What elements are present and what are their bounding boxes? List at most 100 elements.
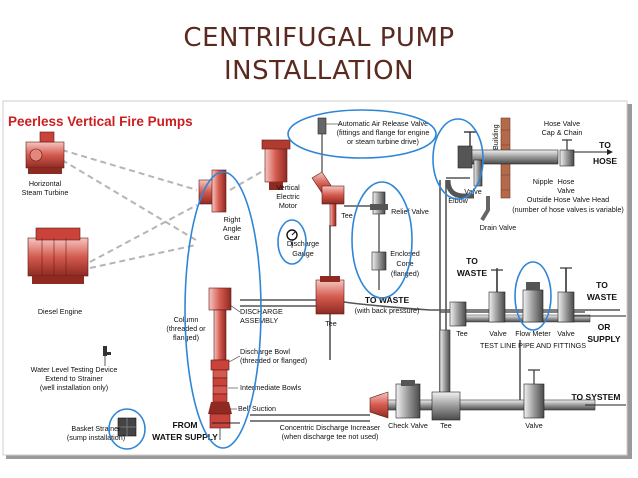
hose-valve [559,139,575,167]
label-building: Building [491,124,500,150]
test-line-valve-2 [557,267,575,323]
highlight-relief-valve [351,181,413,299]
label-tee-upper: Tee [341,211,353,220]
label-outside-hose-head: Outside Hose Valve Head [527,195,609,204]
water-level-device [103,346,111,366]
highlight-air-release [287,109,437,159]
label-to-waste-back: TO WASTE [365,295,410,305]
label-basket-strainer: Basket Strainer [71,424,121,433]
label-waste-small: WASTE [457,268,488,278]
label-test-line: TEST LINE PIPE AND FITTINGS [480,341,586,350]
label-discharge-assembly-2: ASSEMBLY [240,316,278,325]
drain-valve [480,196,490,222]
highlight-pump-column [184,171,262,449]
label-drain-valve: Drain Valve [480,223,517,232]
brand-heading: Peerless Vertical Fire Pumps [8,114,193,129]
label-intermediate-bowls: Intermediate Bowls [240,383,302,392]
enclosed-cone [371,214,387,290]
label-angle: Angle [223,224,241,233]
label-water-level-3: (well installation only) [40,383,108,392]
slide-title-line2: INSTALLATION [223,56,415,86]
label-waste-right: WASTE [587,292,618,302]
label-gear: Gear [224,233,241,242]
highlight-flow-meter [514,261,552,331]
riser-pipe [439,329,451,401]
label-steam-turbine: Steam Turbine [22,188,69,197]
flow-meter [522,282,544,323]
label-supply: SUPPLY [587,334,621,344]
label-nipple: Nipple [533,177,553,186]
pump-column-assembly [208,287,232,440]
highlight-header-valve [432,118,484,200]
label-hose: HOSE [593,156,617,166]
label-check-valve: Check Valve [388,421,428,430]
label-flanged-cone: (flanged) [391,269,419,278]
label-discharge-bowl-sub: (threaded or flanged) [240,356,307,365]
label-discharge: Discharge [287,239,319,248]
label-hose-valve: Hose Valve [544,119,580,128]
bottom-tee [431,391,461,421]
label-tee-mid: Tee [325,319,337,328]
bottom-valve [523,369,545,419]
label-to-right: TO [596,280,608,290]
label-motor: Motor [279,201,298,210]
test-line-valve-1 [488,269,506,323]
highlight-circles [108,109,552,450]
label-valve-bottom: Valve [525,421,542,430]
label-to-small: TO [466,256,478,266]
concentric-increaser [369,391,389,419]
label-concentric-increaser: Concentric Discharge Increaser [280,423,381,432]
label-air-release-2: (fittings and flange for engine [337,128,430,137]
vertical-electric-motor [261,139,291,190]
label-to-system: TO SYSTEM [572,392,621,402]
label-water-level-1: Water Level Testing Device [31,365,118,374]
label-valve-right1: Valve [489,329,506,338]
label-with-back-pressure: (with back pressure) [355,306,420,315]
label-gauge: Gauge [292,249,314,258]
label-sump-installation: (sump installation) [67,433,125,442]
label-flow-meter: Flow Meter [515,329,551,338]
label-diesel-engine: Diesel Engine [38,307,82,316]
label-column: Column [174,315,199,324]
check-valve [395,380,421,419]
highlight-strainer [108,408,146,450]
label-hose-valve-3: Valve [557,186,574,195]
label-from: FROM [172,420,197,430]
label-water-supply: WATER SUPPLY [152,432,218,442]
middle-tee [315,276,345,315]
label-cap-chain: Cap & Chain [542,128,583,137]
label-tee-bottom: Tee [440,421,452,430]
label-elbow: Elbow [448,196,468,205]
label-tee-right: Tee [456,329,468,338]
label-cone: Cone [396,259,413,268]
elbow [445,179,474,199]
label-water-level-2: Extend to Strainer [45,374,103,383]
test-line-tee [449,301,467,327]
label-air-release-1: Automatic Air Release Valve [338,119,428,128]
air-release-valve [317,117,342,172]
label-vertical: Vertical [276,183,300,192]
basket-strainer [117,417,137,437]
drive-dashed-lines [61,149,269,269]
label-hose-valves-variable: (number of hose valves is variable) [512,205,623,214]
horizontal-steam-turbine [25,131,65,174]
label-or: OR [598,322,611,332]
label-when-tee-not-used: (when discharge tee not used) [282,432,379,441]
discharge-gauge [286,229,298,248]
label-enclosed: Enclosed [390,249,420,258]
label-bell-suction: Bell Suction [238,404,276,413]
label-to: TO [599,140,611,150]
label-discharge-bowl: Discharge Bowl [240,347,290,356]
label-right: Right [224,215,241,224]
label-horizontal: Horizontal [29,179,62,188]
diesel-engine [27,227,89,284]
highlight-gauge [277,219,307,265]
label-hose-valve-2: Hose [558,177,575,186]
label-valve-right2: Valve [557,329,574,338]
label-relief-valve: Relief Valve [391,207,429,216]
slide-title-line1: CENTRIFUGAL PUMP [183,23,455,53]
upper-tee [311,171,345,227]
label-air-release-3: or steam turbine drive) [347,137,419,146]
